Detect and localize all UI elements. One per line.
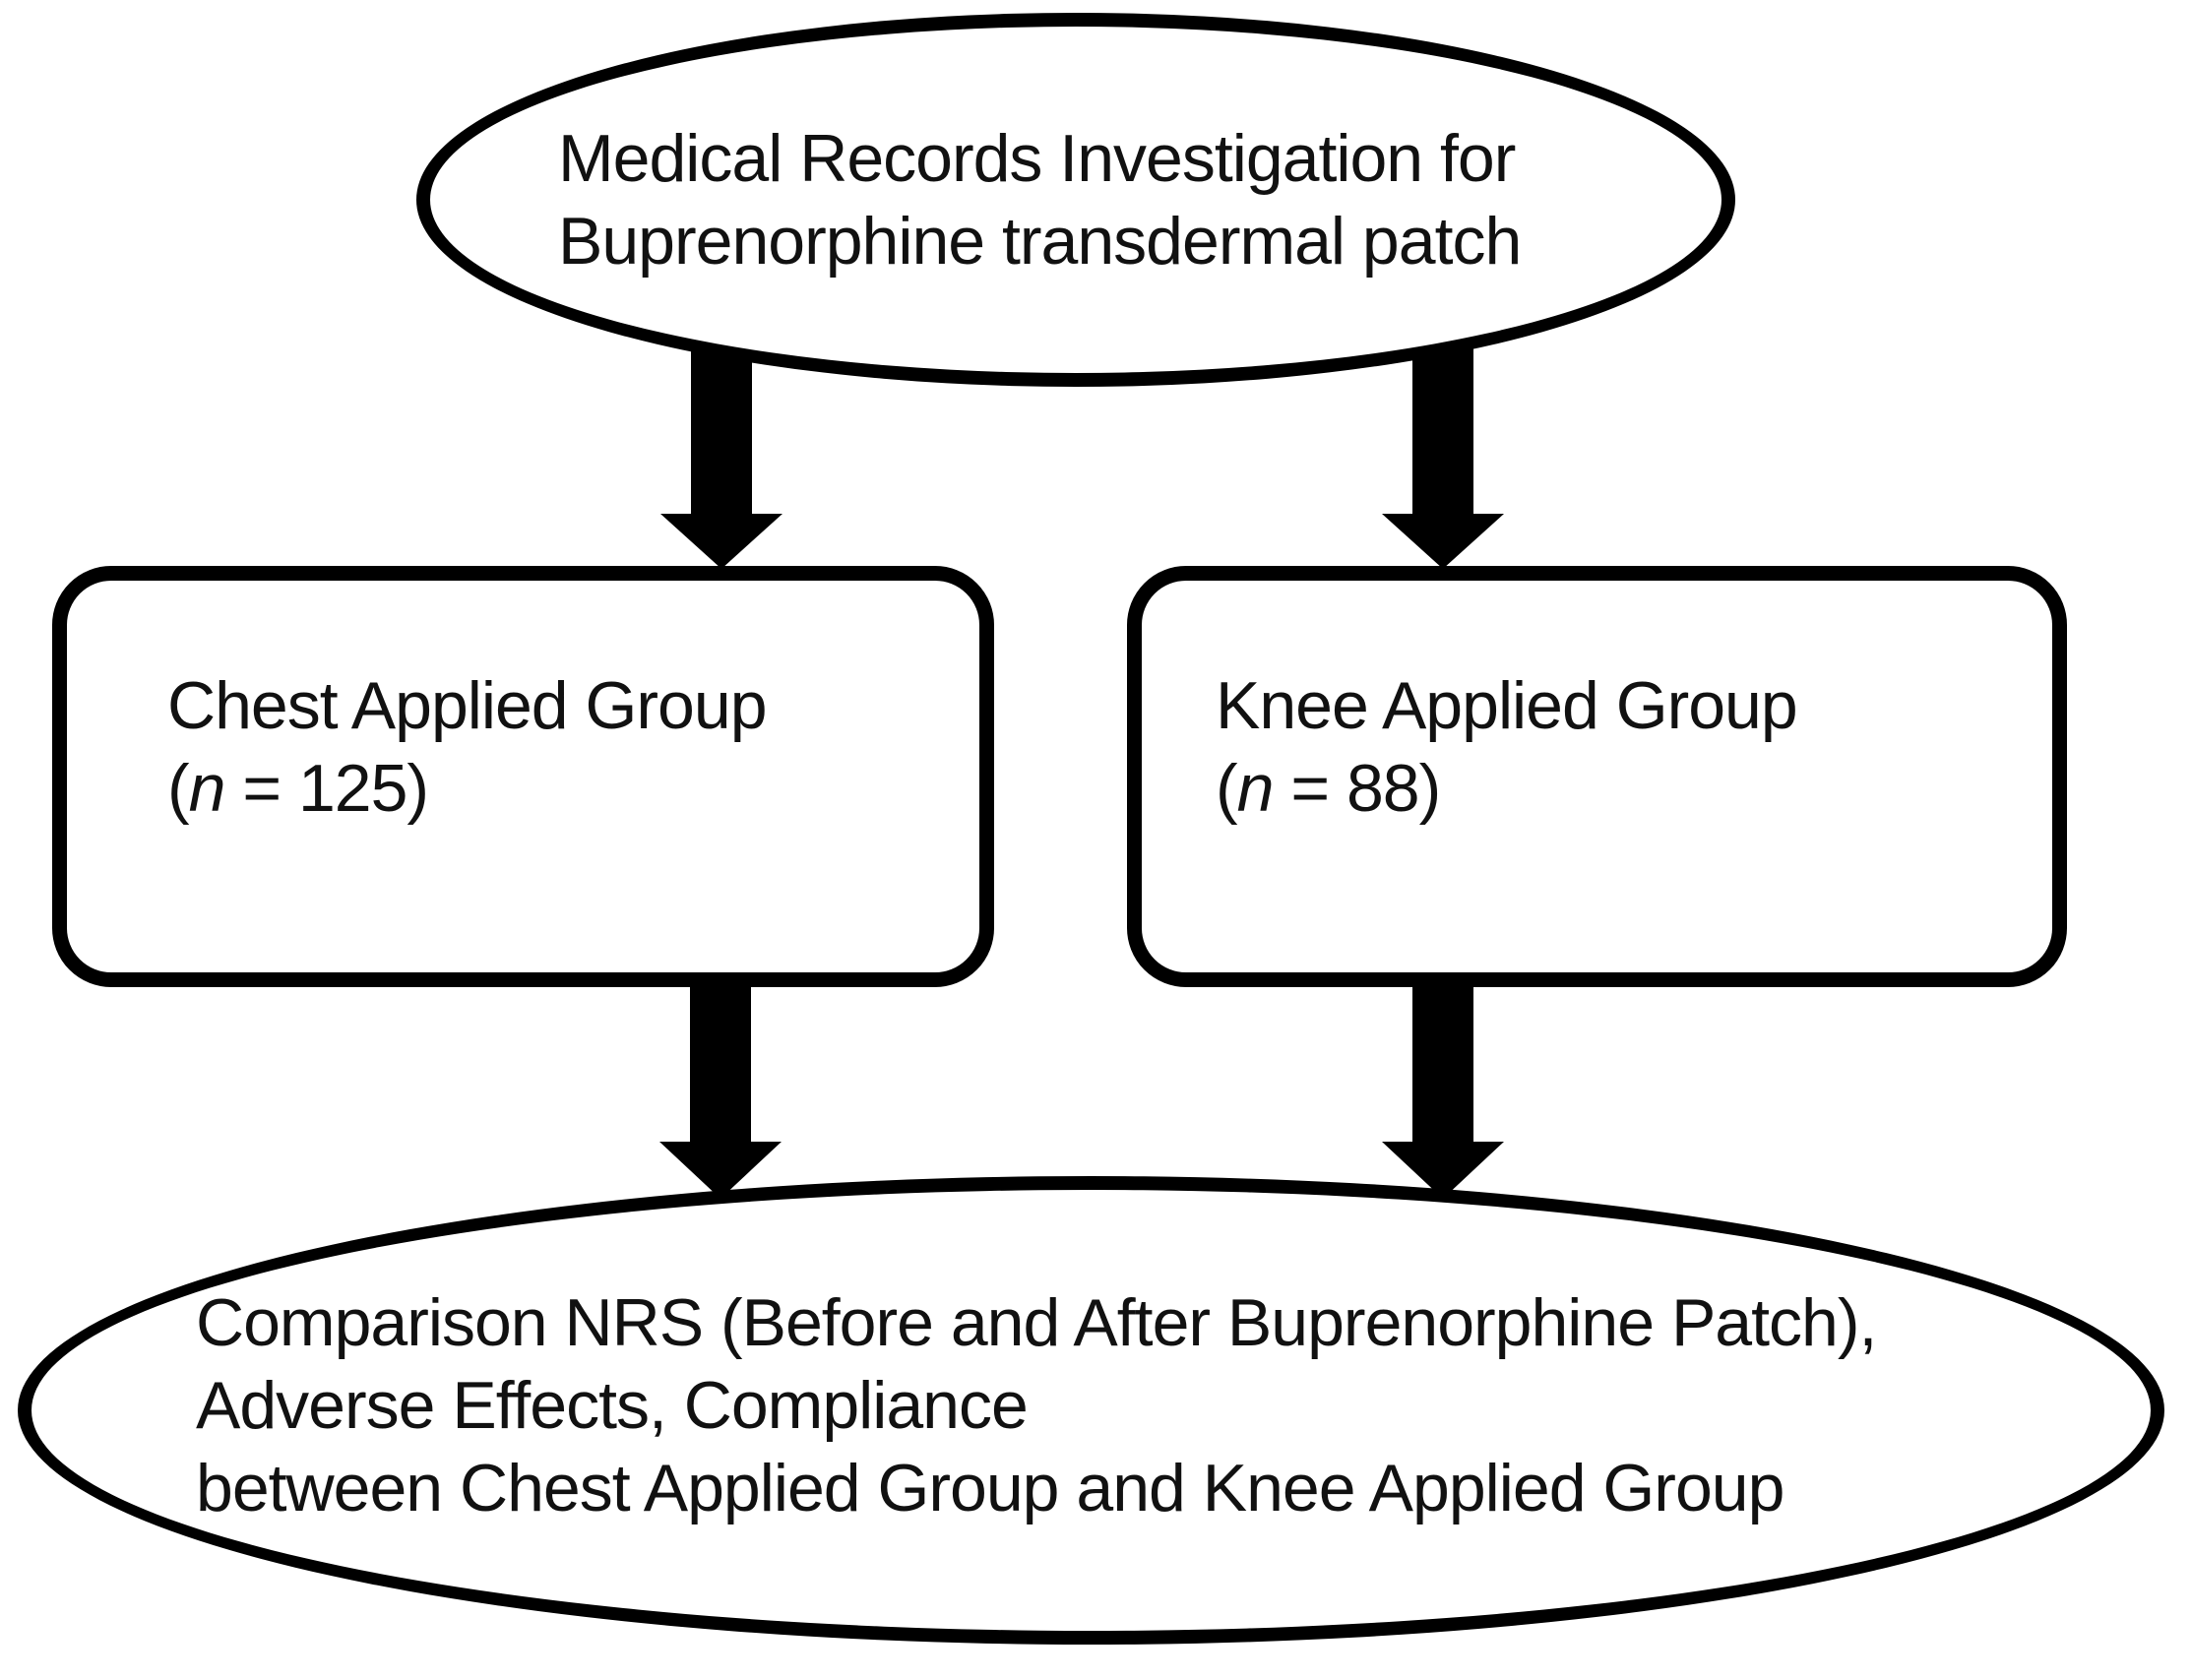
node-comparison-ellipse: Comparison NRS (Before and After Bupreno… [18, 1176, 2164, 1645]
count-suffix: = 125) [224, 751, 429, 826]
group-title: Knee Applied Group [1216, 668, 1798, 743]
count-variable: n [1236, 751, 1275, 826]
node-text-line: Medical Records Investigation for [558, 121, 1516, 196]
down-arrow-top-right [1382, 330, 1504, 569]
node-chest-applied-group-box: Chest Applied Group (n = 125) [52, 566, 994, 987]
node-knee-applied-group-box: Knee Applied Group (n = 88) [1127, 566, 2067, 987]
down-arrow-bottom-right [1382, 969, 1504, 1199]
node-text-line: Adverse Effects, Compliance [196, 1368, 1029, 1443]
count-suffix: = 88) [1273, 751, 1441, 826]
down-arrow-top-left [660, 330, 782, 569]
node-text-line: between Chest Applied Group and Knee App… [196, 1451, 1784, 1525]
count-prefix: ( [167, 751, 190, 826]
node-text-line: Buprenorphine transdermal patch [558, 204, 1522, 279]
group-count: (n = 125) [167, 747, 979, 830]
down-arrow-bottom-left [659, 969, 782, 1199]
count-variable: n [188, 751, 226, 826]
group-title: Chest Applied Group [167, 668, 768, 743]
node-medical-records-ellipse: Medical Records Investigation for Bupren… [416, 13, 1735, 387]
group-count: (n = 88) [1216, 747, 2052, 830]
count-prefix: ( [1216, 751, 1238, 826]
node-text-line: Comparison NRS (Before and After Bupreno… [196, 1285, 1877, 1360]
